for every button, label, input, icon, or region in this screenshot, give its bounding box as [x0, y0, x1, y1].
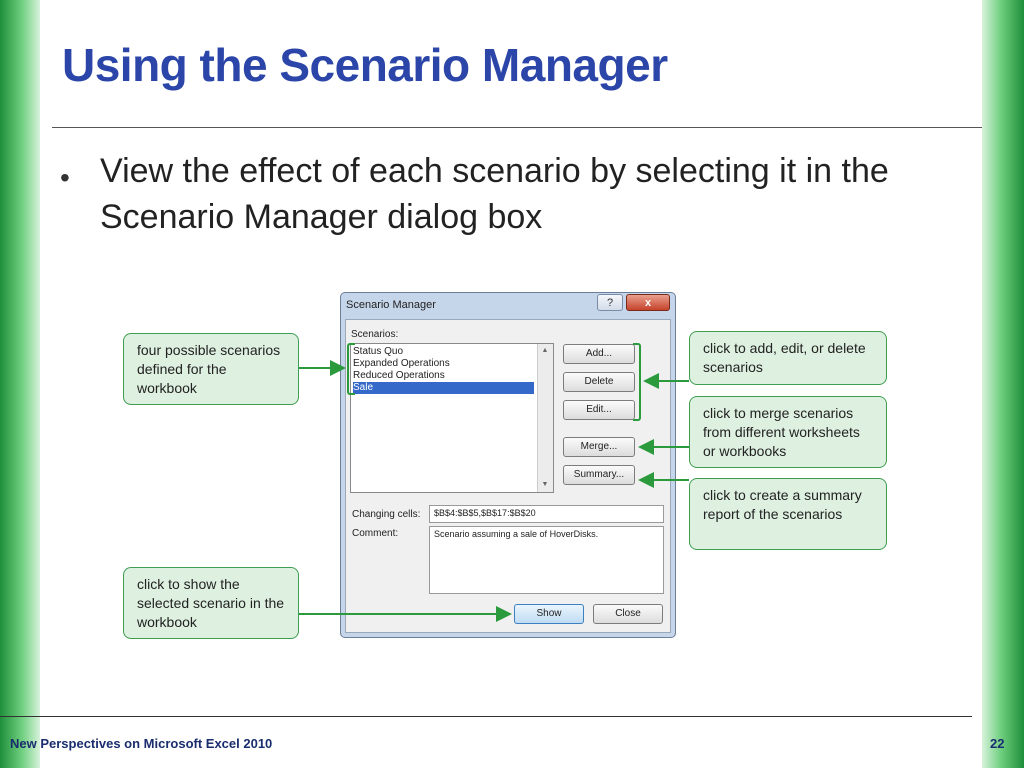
callout-scenarios: four possible scenarios defined for the … — [123, 333, 299, 405]
scenarios-listbox[interactable] — [350, 343, 554, 493]
scenarios-label: Scenarios: — [351, 329, 399, 340]
page-number: 22 — [990, 736, 1005, 751]
bullet-text: View the effect of each scenario by sele… — [100, 152, 889, 236]
scenarios-bracket — [347, 343, 355, 395]
add-button[interactable]: Add... — [563, 344, 635, 364]
list-item[interactable]: Reduced Operations — [353, 370, 445, 381]
comment-field: Scenario assuming a sale of HoverDisks. — [429, 526, 664, 594]
right-decorative-bar — [982, 0, 1024, 768]
delete-button[interactable]: Delete — [563, 372, 635, 392]
scroll-down-icon[interactable]: ▼ — [541, 481, 549, 488]
merge-button[interactable]: Merge... — [563, 437, 635, 457]
buttons-bracket — [633, 343, 641, 421]
slide-title: Using the Scenario Manager — [62, 39, 668, 91]
title-divider — [52, 127, 982, 128]
scroll-up-icon[interactable]: ▲ — [541, 347, 549, 354]
help-button[interactable]: ? — [597, 294, 623, 311]
callout-add-edit-delete: click to add, edit, or delete scenarios — [689, 331, 887, 385]
edit-button[interactable]: Edit... — [563, 400, 635, 420]
callout-merge: click to merge scenarios from different … — [689, 396, 887, 468]
callout-summary: click to create a summary report of the … — [689, 478, 887, 550]
list-item[interactable]: Status Quo — [353, 346, 404, 357]
callout-show: click to show the selected scenario in t… — [123, 567, 299, 639]
dialog-close-button[interactable]: Close — [593, 604, 663, 624]
bullet-icon: • — [60, 162, 70, 193]
show-button[interactable]: Show — [514, 604, 584, 624]
dialog-title: Scenario Manager — [346, 299, 436, 311]
left-decorative-bar — [0, 0, 40, 768]
list-item-selected[interactable]: Sale — [353, 382, 534, 394]
list-item[interactable]: Expanded Operations — [353, 358, 450, 369]
summary-button[interactable]: Summary... — [563, 465, 635, 485]
footer-text: New Perspectives on Microsoft Excel 2010 — [10, 736, 273, 751]
footer-divider — [0, 716, 972, 717]
changing-cells-label: Changing cells: — [352, 509, 421, 520]
listbox-scrollbar[interactable] — [537, 344, 553, 492]
comment-label: Comment: — [352, 528, 399, 539]
changing-cells-field: $B$4:$B$5,$B$17:$B$20 — [429, 505, 664, 523]
close-icon[interactable]: x — [626, 294, 670, 311]
